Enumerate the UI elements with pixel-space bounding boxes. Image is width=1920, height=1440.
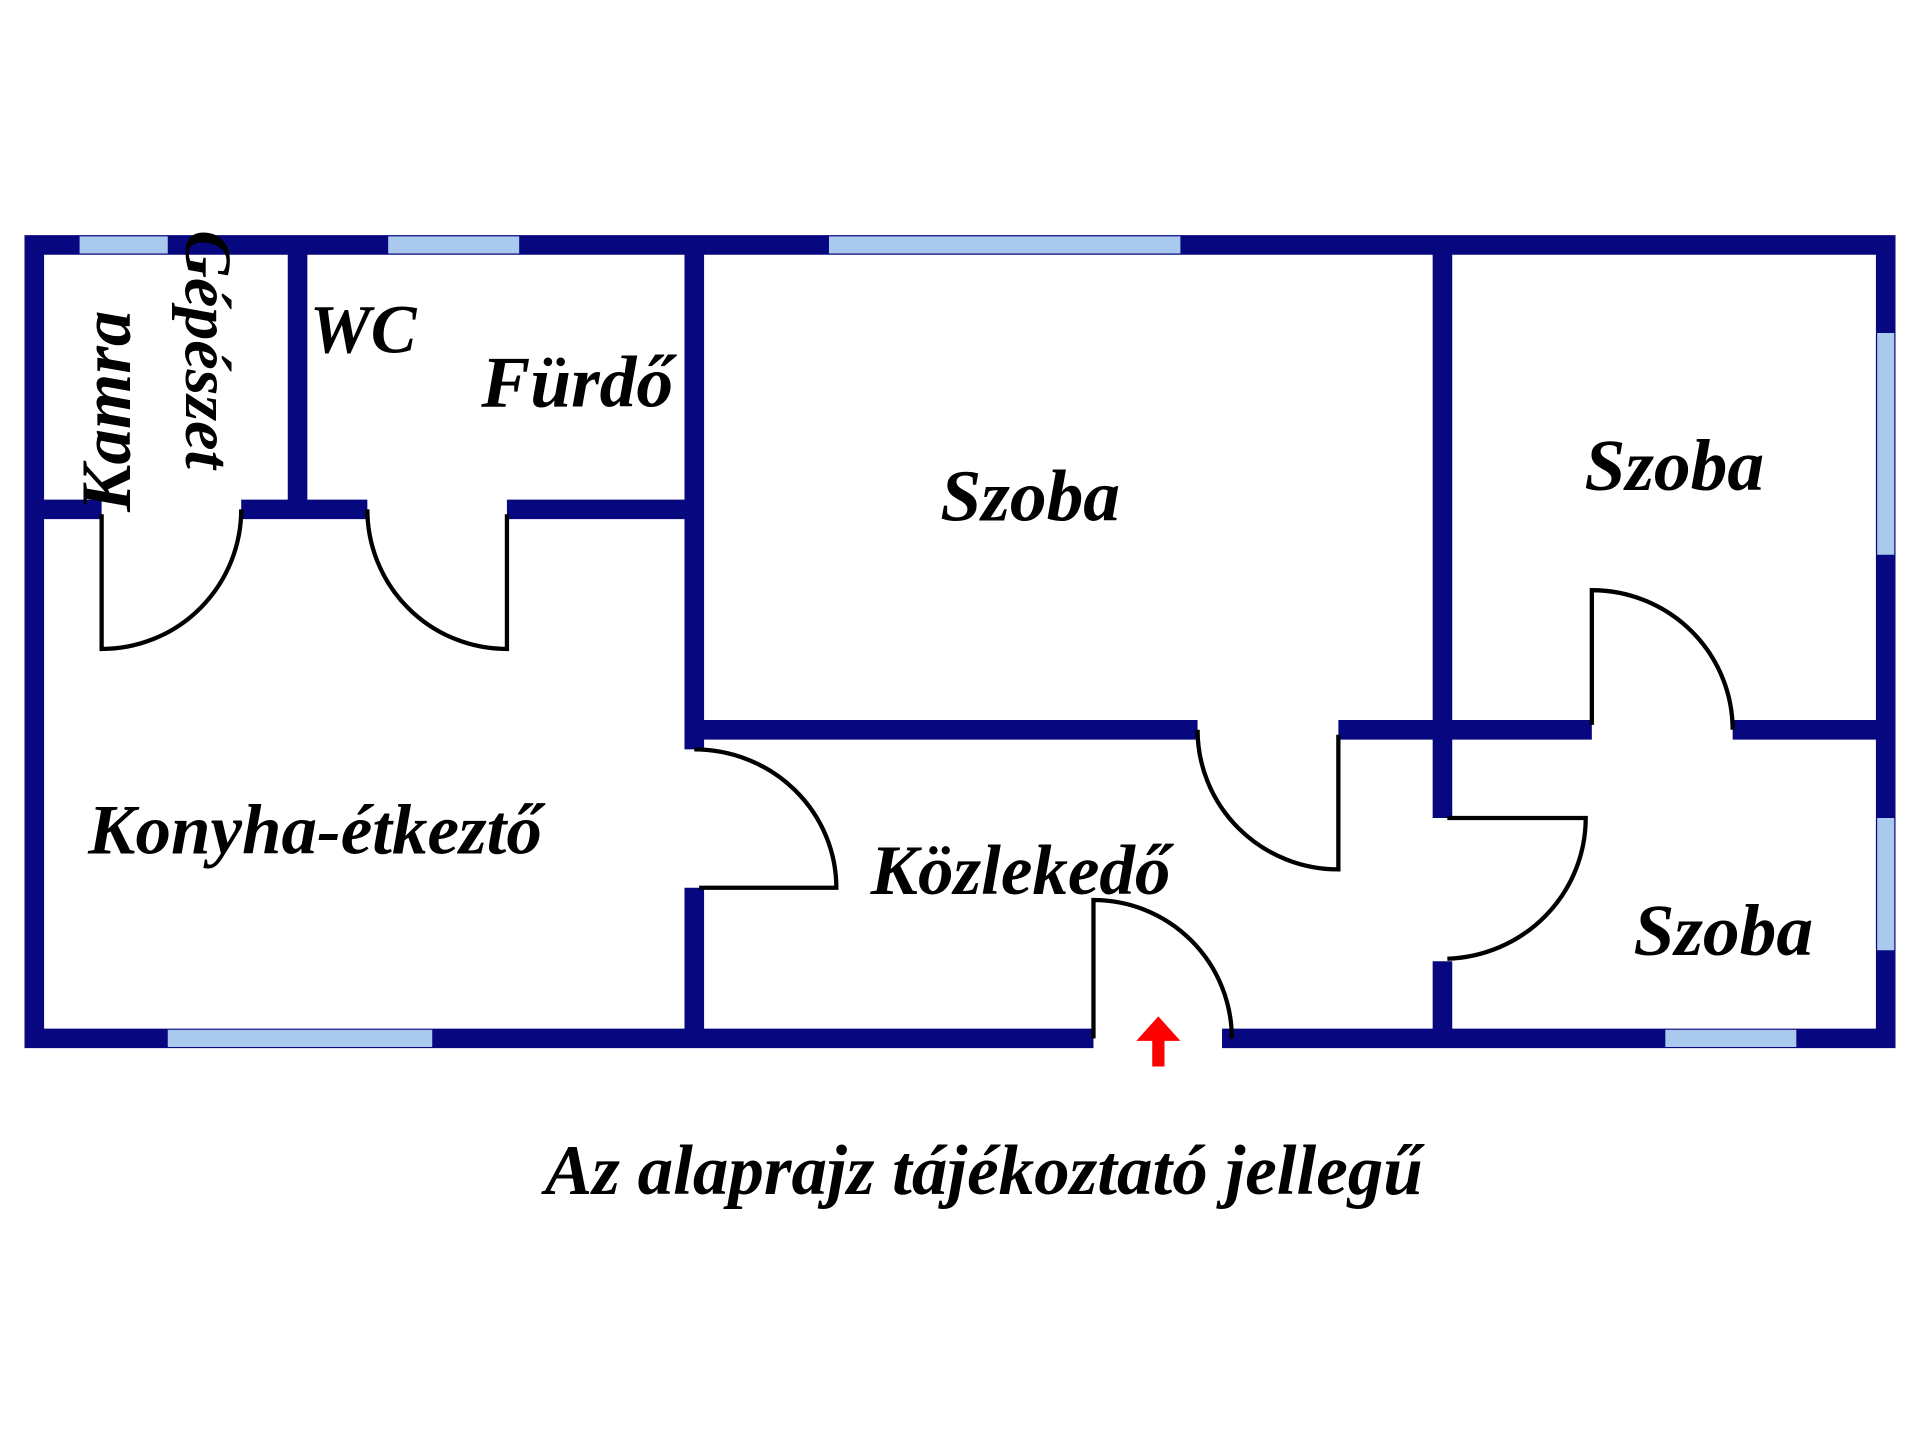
room-label-gepeszet: Gépészet — [171, 230, 244, 471]
entrance-arrow-icon — [1136, 1016, 1181, 1067]
doors — [99, 509, 1735, 1039]
room-label-wc: WC — [310, 292, 418, 368]
door-kamra — [99, 509, 244, 652]
room-label-szoba-middle: Szoba — [940, 455, 1120, 536]
door-entrance — [1091, 897, 1234, 1039]
door-szoba-top-right — [1589, 588, 1735, 730]
disclaimer-caption: Az alaprajz tájékoztató jellegű — [541, 1132, 1425, 1210]
room-label-kamra: Kamra — [68, 311, 146, 513]
door-konyha — [694, 747, 839, 890]
room-label-kozlekedo: Közlekedő — [870, 832, 1175, 910]
room-label-szoba-bottom-right: Szoba — [1633, 890, 1813, 971]
door-szoba-middle — [1195, 729, 1341, 872]
room-label-szoba-top-right: Szoba — [1584, 425, 1764, 506]
room-label-konyha: Konyha-étkeztő — [87, 791, 546, 869]
windows — [79, 236, 1895, 1047]
room-label-furdo: Fürdő — [480, 342, 677, 423]
inner-walls — [34, 244, 1886, 1039]
door-wc — [365, 509, 510, 652]
door-szoba-bottom-right — [1447, 815, 1588, 961]
